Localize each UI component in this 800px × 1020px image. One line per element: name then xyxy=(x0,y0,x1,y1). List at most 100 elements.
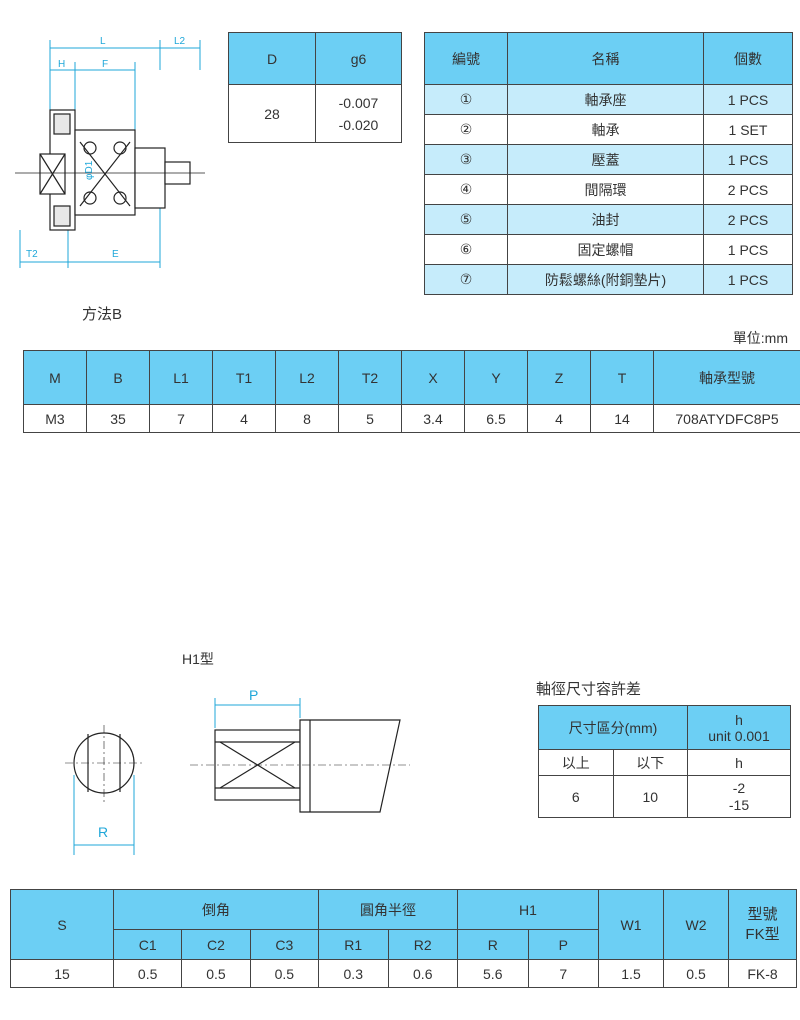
header-W2: W2 xyxy=(663,889,729,960)
value-model: FK-8 xyxy=(728,959,797,988)
unit-label: 單位:mm xyxy=(732,330,788,346)
dim-R: R xyxy=(98,824,108,840)
value-S: 15 xyxy=(10,959,114,988)
table-row: ⑤ 油封 2 PCS xyxy=(424,204,793,235)
value-g6: -0.007 -0.020 xyxy=(315,84,402,143)
dim-L2: L2 xyxy=(174,36,186,47)
header-bearing-model: 軸承型號 xyxy=(653,350,800,405)
header-C3: C3 xyxy=(249,929,320,960)
value-D: 28 xyxy=(228,84,316,143)
value-Z: 4 xyxy=(527,404,591,433)
header-C1: C1 xyxy=(112,929,183,960)
dim-T2: T2 xyxy=(26,249,38,260)
part-no: ④ xyxy=(424,174,508,205)
header-X: X xyxy=(401,350,465,405)
header-h: h xyxy=(735,711,743,728)
part-no: ⑥ xyxy=(424,234,508,265)
value-R2: 0.6 xyxy=(387,959,458,988)
table-row: ⑥ 固定螺帽 1 PCS xyxy=(424,234,793,265)
value-h: -2 -15 xyxy=(687,775,791,818)
table-row: ⑦ 防鬆螺絲(附銅墊片) 1 PCS xyxy=(424,264,793,295)
part-no: ② xyxy=(424,114,508,145)
dim-H: H xyxy=(58,59,65,70)
part-qty: 1 PCS xyxy=(703,234,793,265)
part-name: 軸承座 xyxy=(507,84,704,115)
part-name: 壓蓋 xyxy=(507,144,704,175)
value-T2: 5 xyxy=(338,404,402,433)
h1-shaft-drawing: R P xyxy=(65,687,410,855)
header-S: S xyxy=(10,889,114,960)
value-Y: 6.5 xyxy=(464,404,528,433)
part-qty: 1 PCS xyxy=(703,264,793,295)
dim-L: L xyxy=(100,36,106,47)
dim-F: F xyxy=(102,59,108,70)
part-qty: 2 PCS xyxy=(703,174,793,205)
part-no: ⑦ xyxy=(424,264,508,295)
part-no: ③ xyxy=(424,144,508,175)
part-name: 軸承 xyxy=(507,114,704,145)
value-C1: 0.5 xyxy=(112,959,183,988)
header-name: 名稱 xyxy=(507,32,704,85)
header-M: M xyxy=(23,350,87,405)
header-D: D xyxy=(228,32,316,85)
parts-table: 編號 名稱 個數 ① 軸承座 1 PCS ② 軸承 1 SET ③ 壓蓋 1 P… xyxy=(424,32,793,295)
header-H1: H1 xyxy=(457,889,599,930)
part-qty: 1 SET xyxy=(703,114,793,145)
value-T1: 4 xyxy=(212,404,276,433)
value-h-lower: -15 xyxy=(728,796,750,813)
value-above: 6 xyxy=(538,775,614,818)
header-R: R xyxy=(457,929,529,960)
part-name: 防鬆螺絲(附銅墊片) xyxy=(507,264,704,295)
g6-upper: -0.007 xyxy=(338,94,379,111)
value-bearing-model: 708ATYDFC8P5 xyxy=(653,404,800,433)
table-row: ③ 壓蓋 1 PCS xyxy=(424,144,793,175)
part-no: ⑤ xyxy=(424,204,508,235)
part-qty: 1 PCS xyxy=(703,144,793,175)
header-R2: R2 xyxy=(387,929,458,960)
part-qty: 2 PCS xyxy=(703,204,793,235)
shaft-tolerance-table: 尺寸區分(mm) h unit 0.001 以上 以下 h 6 10 -2 -1… xyxy=(538,705,791,818)
value-C3: 0.5 xyxy=(249,959,320,988)
dim-E: E xyxy=(112,249,119,260)
header-qty: 個數 xyxy=(703,32,793,85)
method-label: 方法B xyxy=(82,306,123,323)
header-L1: L1 xyxy=(149,350,213,405)
value-R: 5.6 xyxy=(457,959,529,988)
value-h-upper: -2 xyxy=(732,779,746,796)
spec-table: M B L1 T1 L2 T2 X Y Z T 軸承型號 M3 35 7 4 8… xyxy=(23,350,800,433)
header-chamfer: 倒角 xyxy=(113,889,319,930)
part-no: ① xyxy=(424,84,508,115)
header-model: 型號 FK型 xyxy=(728,889,797,960)
header-T1: T1 xyxy=(212,350,276,405)
value-L1: 7 xyxy=(149,404,213,433)
header-unit: unit 0.001 xyxy=(708,727,770,744)
header-number: 編號 xyxy=(424,32,508,85)
header-model-top: 型號 xyxy=(747,905,778,923)
header-Y: Y xyxy=(464,350,528,405)
table-row: 15 0.5 0.5 0.5 0.3 0.6 5.6 7 1.5 0.5 FK-… xyxy=(10,959,797,988)
part-name: 固定螺帽 xyxy=(507,234,704,265)
dim-P: P xyxy=(249,687,258,703)
table-row: ④ 間隔環 2 PCS xyxy=(424,174,793,205)
header-W1: W1 xyxy=(598,889,664,960)
value-P: 7 xyxy=(527,959,599,988)
table-row: ② 軸承 1 SET xyxy=(424,114,793,145)
value-X: 3.4 xyxy=(401,404,465,433)
table-row: M3 35 7 4 8 5 3.4 6.5 4 14 708ATYDFC8P5 xyxy=(23,404,800,433)
g6-lower: -0.020 xyxy=(338,116,379,133)
bearing-assembly-drawing: L L2 H F T2 E φD1 xyxy=(15,36,205,268)
header-size-region: 尺寸區分(mm) xyxy=(538,705,688,750)
header-radius: 圓角半徑 xyxy=(318,889,458,930)
header-P: P xyxy=(527,929,599,960)
header-R1: R1 xyxy=(318,929,389,960)
sub-h: h xyxy=(687,749,791,776)
header-L2: L2 xyxy=(275,350,339,405)
table-row: 以上 以下 h xyxy=(538,749,791,776)
header-h-unit: h unit 0.001 xyxy=(687,705,791,750)
sub-below: 以下 xyxy=(612,749,688,776)
header-model-bottom: FK型 xyxy=(745,925,780,943)
value-W2: 0.5 xyxy=(663,959,729,988)
header-C2: C2 xyxy=(181,929,251,960)
table-row: 6 10 -2 -15 xyxy=(538,775,791,818)
part-name: 油封 xyxy=(507,204,704,235)
